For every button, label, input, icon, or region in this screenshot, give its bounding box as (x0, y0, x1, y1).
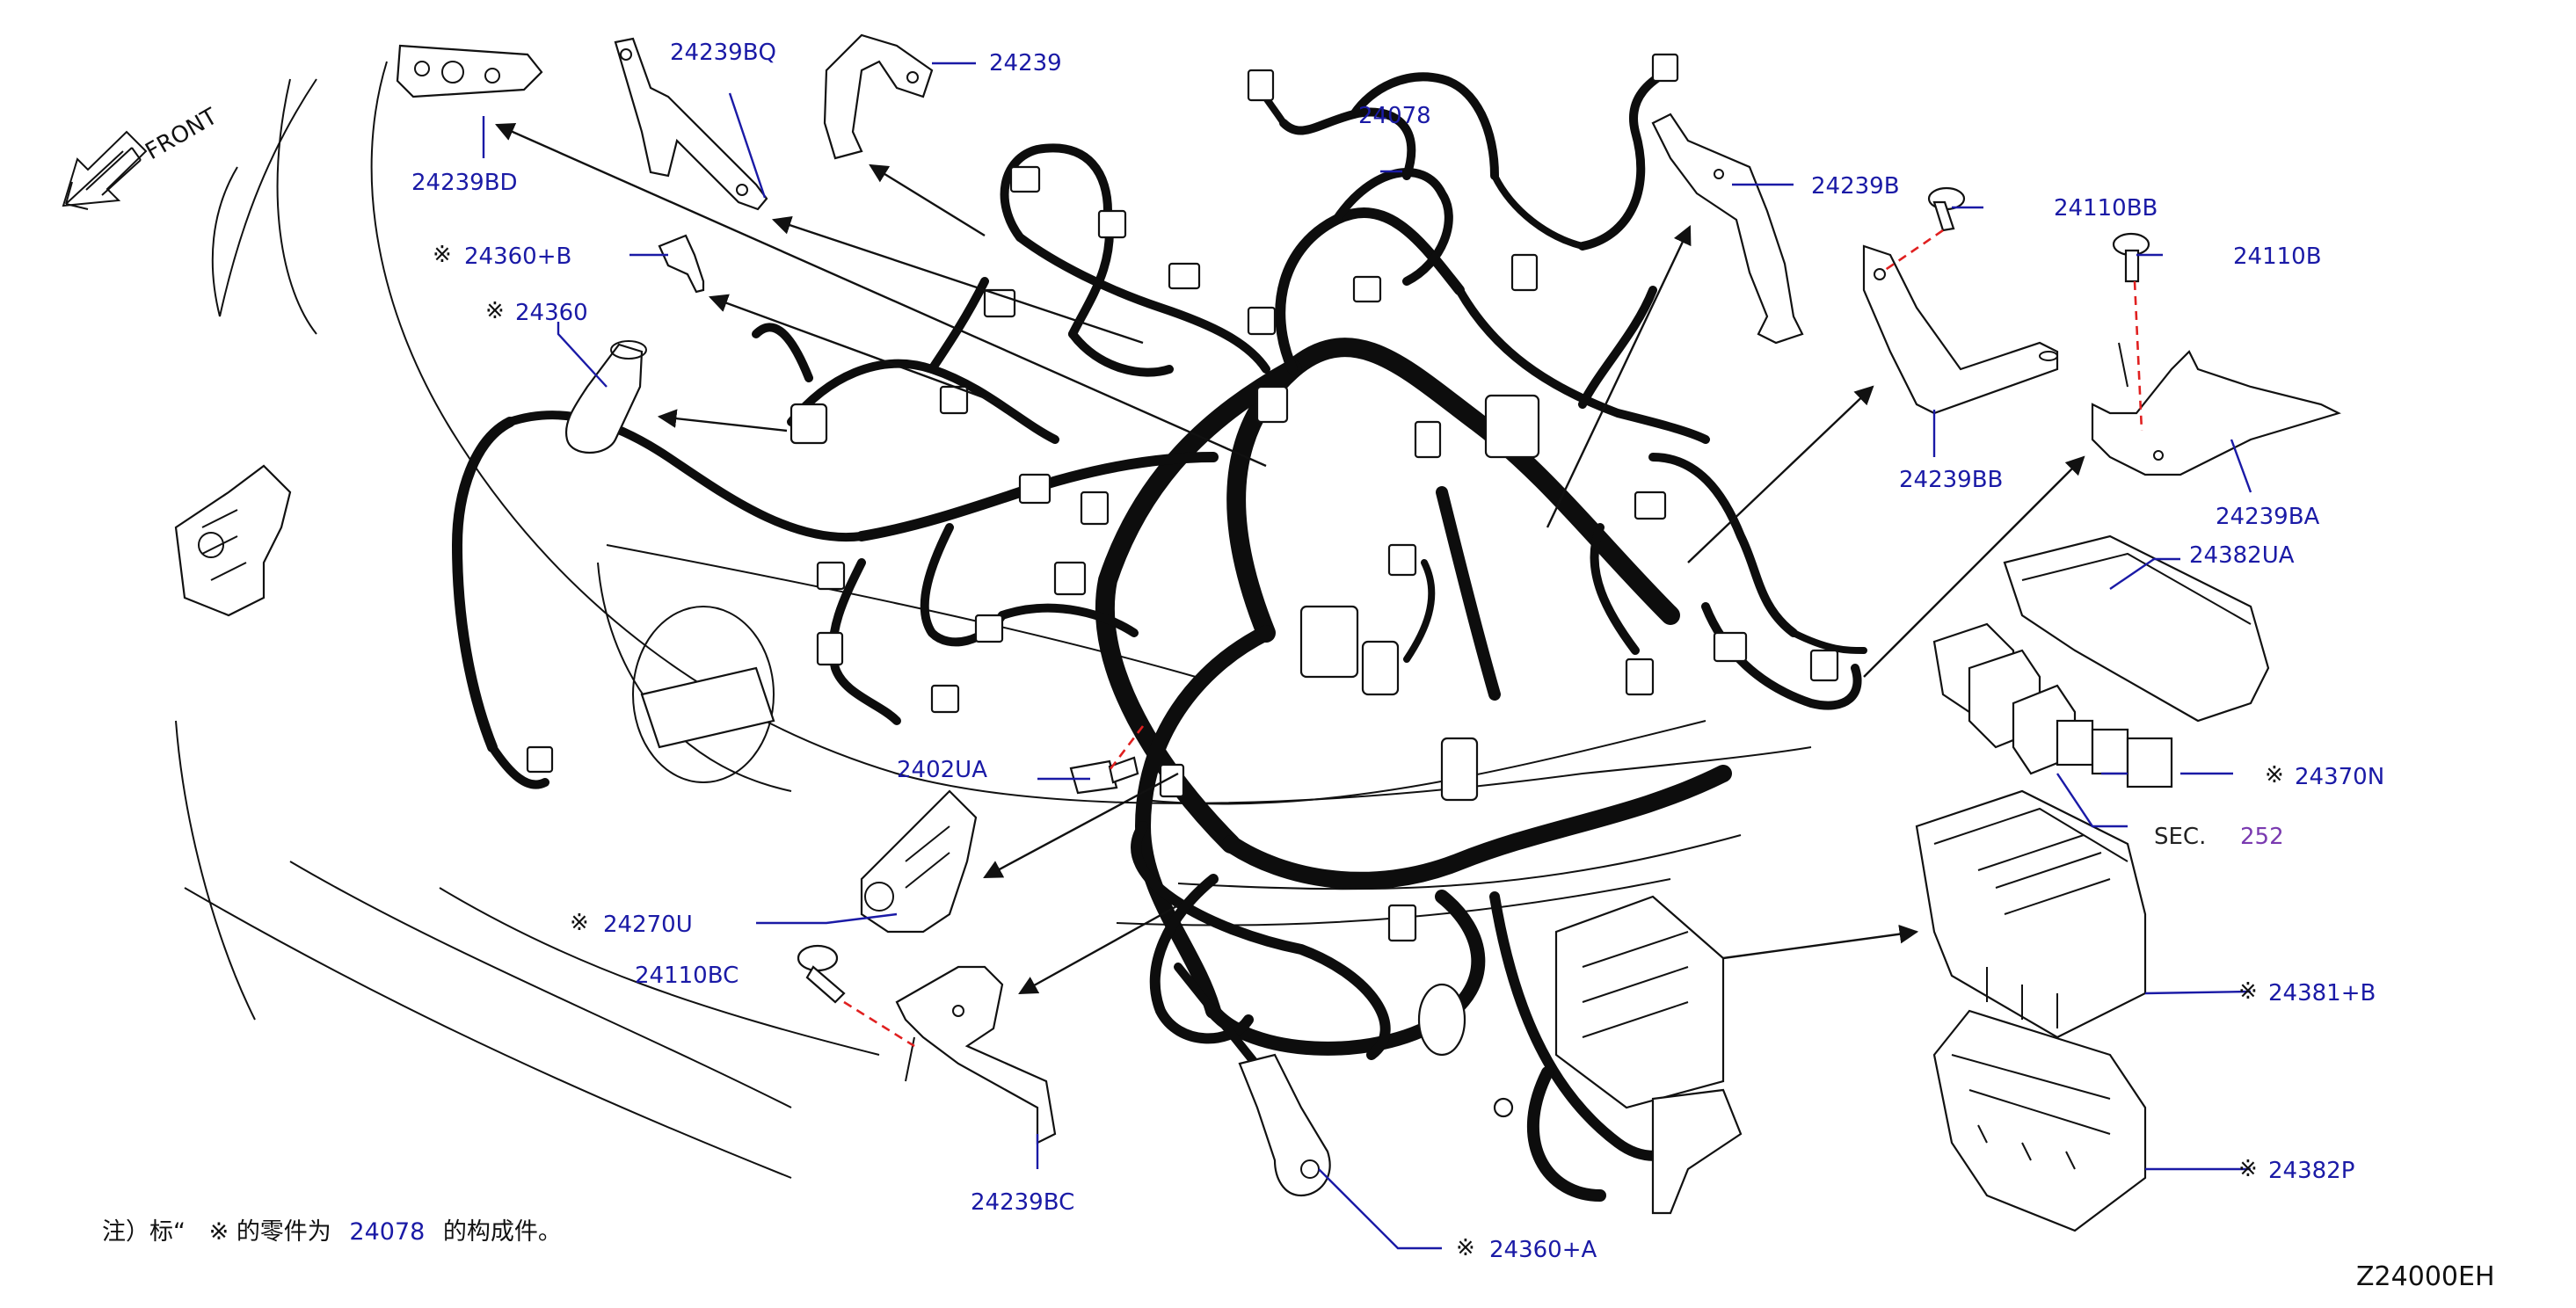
mark-24381-B: ※ (2238, 978, 2258, 1005)
relay-block-24370N-shape (1932, 622, 2173, 788)
front-direction-arrow (62, 130, 148, 210)
bracket-24239BB-shape (1862, 244, 2059, 415)
bracket-24239B-shape (1651, 113, 1804, 345)
bracket-24239BA-shape (2091, 342, 2341, 476)
screw-center-lines (843, 229, 2143, 1048)
bolt-24110BC-shape (797, 944, 846, 1004)
leader-lines (482, 62, 2252, 1250)
diagram-code: Z24000EH (2356, 1261, 2495, 1292)
protector-24360-A-shape (1238, 1053, 1331, 1197)
footnote-prefix: 注）标“ (102, 1218, 186, 1246)
part-24239-label[interactable]: 24239 (989, 50, 1062, 76)
clip-24270U-shape (860, 789, 978, 934)
part-24381-B-label[interactable]: 24381+B (2268, 980, 2376, 1006)
mark-24360-B: ※ (433, 242, 452, 268)
bracket-24239BD-shape (396, 44, 543, 98)
main-wiring-harness (452, 66, 1867, 1202)
part-24239BQ-label[interactable]: 24239BQ (670, 40, 776, 66)
bracket-24239BQ-shape (614, 37, 768, 211)
cover-24382P-shape (1932, 1009, 2147, 1232)
front-label: FRONT (142, 104, 222, 165)
dash-panel-outline (175, 61, 1812, 1179)
footnote: 注）标“ ※ 的零件为 24078 的构成件。 (102, 1218, 562, 1246)
bracket-24239-shape (823, 33, 934, 160)
part-24239BD-label[interactable]: 24239BD (411, 170, 518, 196)
footnote-part-24078-link[interactable]: 24078 (349, 1218, 425, 1246)
part-24110B-label[interactable]: 24110B (2233, 243, 2322, 270)
part-24270U-label[interactable]: 24270U (603, 912, 693, 938)
part-24382P-label[interactable]: 24382P (2268, 1158, 2354, 1184)
harness-relay-box (1554, 895, 1743, 1215)
mark-24360: ※ (485, 298, 505, 324)
left-bracket-assembly-shape (174, 464, 292, 617)
part-24239BB-label[interactable]: 24239BB (1899, 467, 2003, 493)
part-24239B-label[interactable]: 24239B (1811, 173, 1900, 200)
bolt-24110BB-shape (1927, 186, 1966, 232)
mark-24360-A: ※ (1456, 1235, 1475, 1261)
part-2402UA-label[interactable]: 2402UA (897, 757, 987, 783)
mark-24370N: ※ (2265, 762, 2284, 788)
part-24360-label[interactable]: 24360 (515, 300, 588, 326)
part-24382UA-label[interactable]: 24382UA (2189, 542, 2295, 569)
mark-24270U: ※ (570, 910, 589, 936)
protector-24360-shape (564, 340, 647, 454)
mark-24382P: ※ (2238, 1156, 2258, 1182)
part-24360-B-label[interactable]: 24360+B (464, 243, 571, 270)
section-label: SEC. (2154, 824, 2206, 850)
protector-24360-B-shape (658, 234, 705, 294)
part-24110BC-label[interactable]: 24110BC (635, 963, 739, 989)
part-24239BA-label[interactable]: 24239BA (2216, 504, 2320, 530)
footnote-suffix: 的构成件。 (443, 1218, 562, 1246)
bolt-24110B-shape (2112, 232, 2150, 283)
part-24370N-label[interactable]: 24370N (2295, 764, 2384, 790)
section-252-link[interactable]: 252 (2240, 824, 2284, 850)
part-24239BC-label[interactable]: 24239BC (971, 1189, 1074, 1216)
assembly-arrows (495, 123, 2085, 995)
bracket-24239BC-shape (895, 965, 1057, 1144)
footnote-middle: 的零件为 (236, 1218, 331, 1246)
fuse-box-24381-B-shape (1915, 789, 2147, 1039)
part-24078-label[interactable]: 24078 (1358, 103, 1431, 129)
part-24360-A-label[interactable]: 24360+A (1489, 1237, 1597, 1263)
footnote-mark: ※ (209, 1218, 229, 1246)
bolt-2402UA-shape (1069, 756, 1139, 795)
part-24110BB-label[interactable]: 24110BB (2054, 195, 2158, 222)
